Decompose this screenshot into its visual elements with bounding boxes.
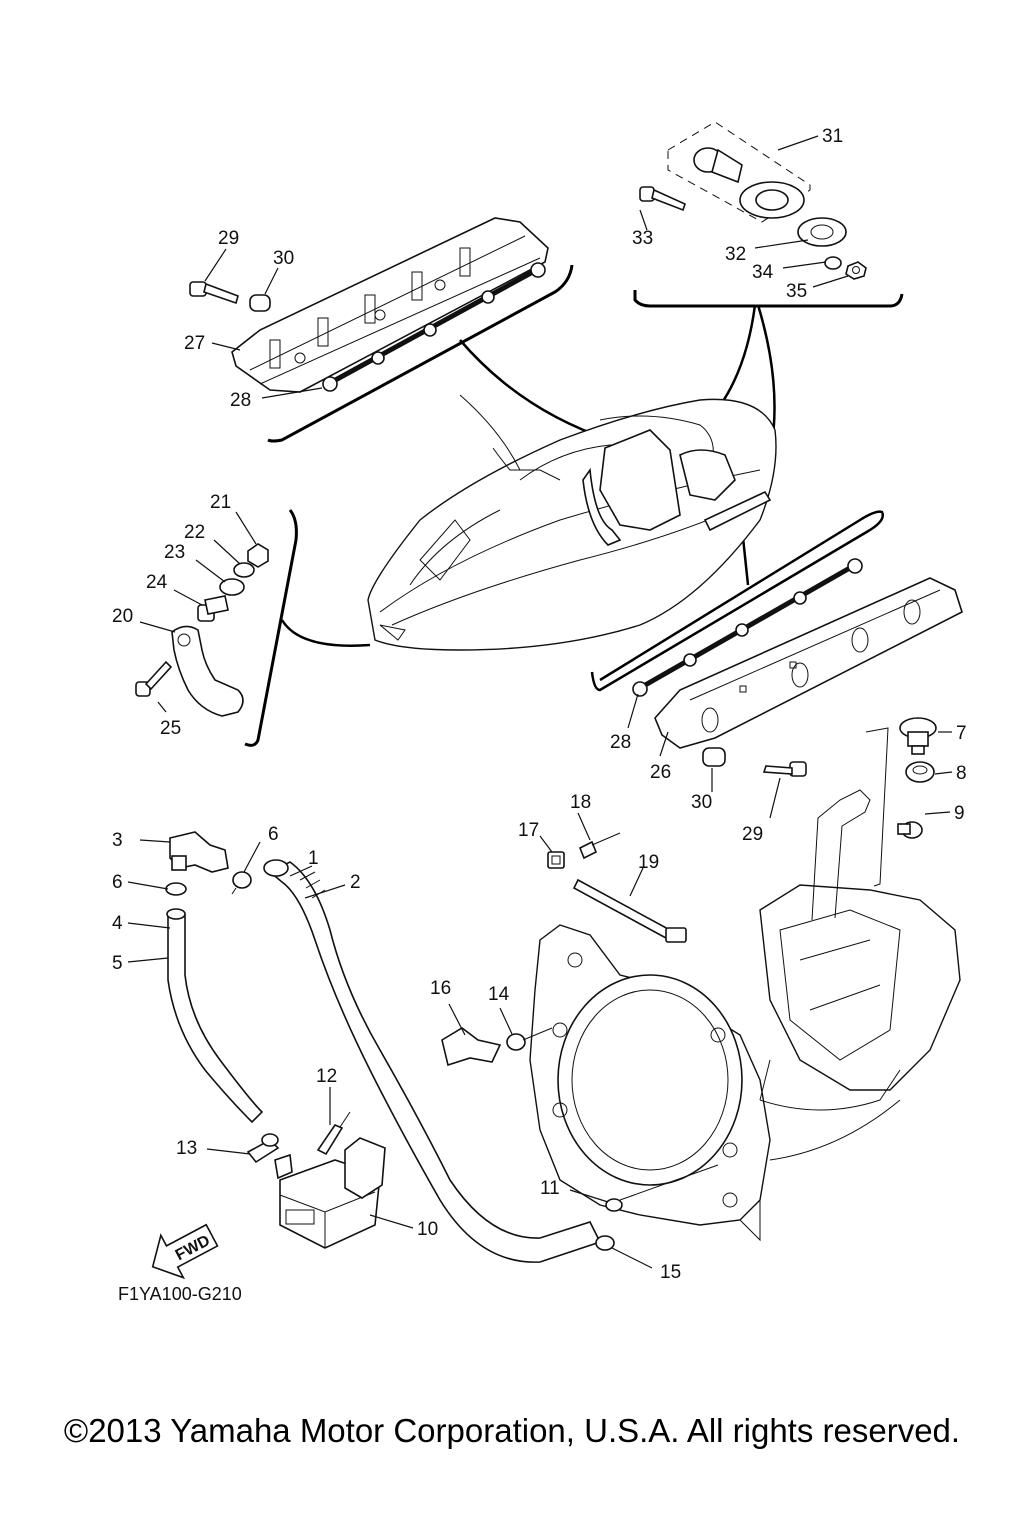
- latch-housing: [739, 181, 805, 219]
- clamp-11: [605, 1164, 719, 1212]
- label-28-top: 28: [230, 390, 251, 411]
- module-10: [274, 1137, 386, 1249]
- label-34: 34: [752, 262, 774, 283]
- cable-tie-19: [572, 878, 687, 943]
- label-27: 27: [184, 333, 205, 354]
- label-18: 18: [570, 792, 591, 813]
- rivet-18: [578, 832, 621, 860]
- label-26: 26: [650, 762, 671, 783]
- label-6-left: 6: [112, 872, 123, 893]
- label-3: 3: [112, 830, 123, 851]
- clip-17: [547, 851, 565, 869]
- fitting-3: [169, 831, 229, 873]
- fitting-13: [246, 1133, 280, 1164]
- label-15: 15: [660, 1262, 681, 1283]
- label-19: 19: [638, 852, 659, 873]
- nut-35: [845, 261, 867, 280]
- latch-knob: [693, 147, 743, 184]
- clip-16: [441, 1027, 502, 1067]
- bolt-24: [197, 595, 229, 622]
- clamp-6-right: [231, 871, 252, 895]
- label-22: 22: [184, 522, 205, 543]
- inset-left-sponson: 29 30 27 28: [184, 217, 574, 443]
- label-7: 7: [956, 723, 967, 744]
- label-31: 31: [822, 126, 843, 147]
- watercraft-body: [367, 394, 777, 651]
- jet-pump-housing: [529, 789, 961, 1242]
- label-21: 21: [210, 492, 231, 513]
- washer-34: [824, 256, 842, 270]
- sponson-left: [231, 217, 549, 393]
- rod-28-top: [322, 262, 546, 392]
- copyright-notice: ©2013 Yamaha Motor Corporation, U.S.A. A…: [63, 1412, 961, 1449]
- label-23: 23: [164, 542, 185, 563]
- label-30-bottom: 30: [691, 792, 712, 813]
- label-32: 32: [725, 244, 746, 265]
- bolt-29-top: [189, 281, 239, 305]
- label-16: 16: [430, 978, 451, 999]
- callout-curve-bow: [280, 619, 371, 647]
- nut-21: [247, 543, 269, 568]
- clamp-6-left: [165, 882, 187, 896]
- label-13: 13: [176, 1138, 197, 1159]
- inset-latch-assembly: 31 33 32 34 35: [632, 121, 904, 308]
- label-35: 35: [786, 281, 807, 302]
- inset-tow-hook: 21 22 23 24 20 25: [112, 492, 298, 747]
- pin-12: [316, 1111, 351, 1156]
- clamp-15: [595, 1235, 615, 1251]
- label-4: 4: [112, 913, 123, 934]
- gasket: [797, 217, 847, 247]
- label-5: 5: [112, 953, 123, 974]
- label-29-bottom: 29: [742, 824, 763, 845]
- label-20: 20: [112, 606, 133, 627]
- drain-plug-group: 7 8 9: [865, 717, 967, 887]
- label-17: 17: [518, 820, 539, 841]
- tow-eye-20: [171, 625, 244, 717]
- label-29-top: 29: [218, 228, 239, 249]
- collar-30-bottom: [702, 747, 726, 767]
- screw-33: [639, 186, 686, 212]
- label-6-right: 6: [268, 824, 279, 845]
- label-28-bottom: 28: [610, 732, 631, 753]
- hose-1-end: [263, 859, 289, 877]
- label-33: 33: [632, 228, 653, 249]
- label-2: 2: [350, 872, 361, 893]
- o-ring-8: [905, 761, 935, 783]
- drain-plug-7: [899, 717, 937, 755]
- bolt-25: [135, 660, 173, 697]
- label-30-top: 30: [273, 248, 294, 269]
- clamp-14: [506, 1027, 553, 1051]
- label-1: 1: [308, 848, 319, 869]
- label-12: 12: [316, 1066, 337, 1087]
- sponson-right: [654, 577, 963, 749]
- label-24: 24: [146, 572, 168, 593]
- fwd-arrow-icon: FWD: [151, 1223, 219, 1280]
- label-14: 14: [488, 984, 510, 1005]
- label-8: 8: [956, 763, 967, 784]
- label-11: 11: [540, 1178, 560, 1199]
- label-9: 9: [954, 803, 965, 824]
- callout-curve-left: [459, 339, 611, 442]
- rod-28-bottom: [632, 558, 863, 697]
- diagram-code: F1YA100-G210: [118, 1284, 242, 1304]
- bolt-29-bottom: [762, 761, 807, 777]
- washer-22: [233, 562, 255, 578]
- label-10: 10: [417, 1219, 438, 1240]
- clip-9: [897, 821, 923, 839]
- washer-23: [219, 578, 245, 596]
- collar-30-top: [249, 294, 271, 312]
- inset-right-sponson: 28 26 30 29: [590, 510, 963, 845]
- label-25: 25: [160, 718, 181, 739]
- hose-5: [166, 908, 264, 1124]
